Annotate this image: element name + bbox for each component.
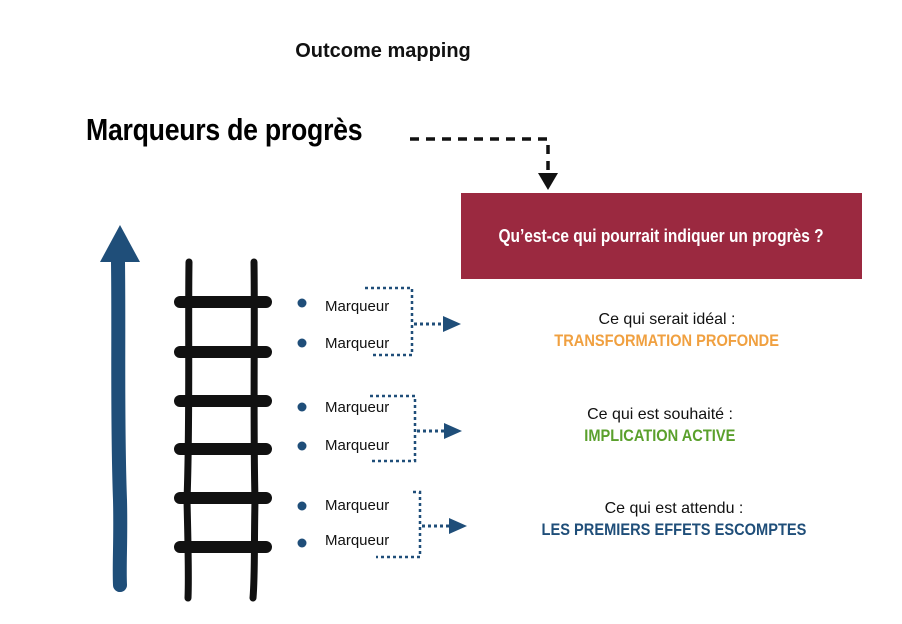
- level-ideal-value: TRANSFORMATION PROFONDE: [555, 331, 780, 351]
- level-ideal-label: Ce qui serait idéal :: [497, 311, 837, 329]
- marker-bullets: [298, 299, 307, 548]
- marker-label: Marqueur: [325, 532, 389, 549]
- level-arrowheads: [443, 316, 467, 534]
- marker-label: Marqueur: [325, 399, 389, 416]
- level-expected-label: Ce qui est attendu :: [504, 500, 844, 518]
- marker-brackets: [365, 288, 420, 557]
- level-ideal: Ce qui serait idéal : TRANSFORMATION PRO…: [497, 311, 837, 351]
- connector-arrowhead: [538, 173, 558, 190]
- level-desired-label: Ce qui est souhaité :: [490, 406, 830, 424]
- level-desired-value: IMPLICATION ACTIVE: [584, 426, 735, 446]
- level-expected-value: LES PREMIERS EFFETS ESCOMPTES: [542, 520, 807, 540]
- marker-label: Marqueur: [325, 437, 389, 454]
- marker-label: Marqueur: [325, 298, 389, 315]
- ladder-icon: [180, 262, 266, 598]
- marker-label: Marqueur: [325, 497, 389, 514]
- level-desired: Ce qui est souhaité : IMPLICATION ACTIVE: [490, 406, 830, 446]
- level-expected: Ce qui est attendu : LES PREMIERS EFFETS…: [504, 500, 844, 540]
- progress-arrow: [100, 225, 140, 585]
- heading-connector: [410, 139, 548, 170]
- marker-label: Marqueur: [325, 335, 389, 352]
